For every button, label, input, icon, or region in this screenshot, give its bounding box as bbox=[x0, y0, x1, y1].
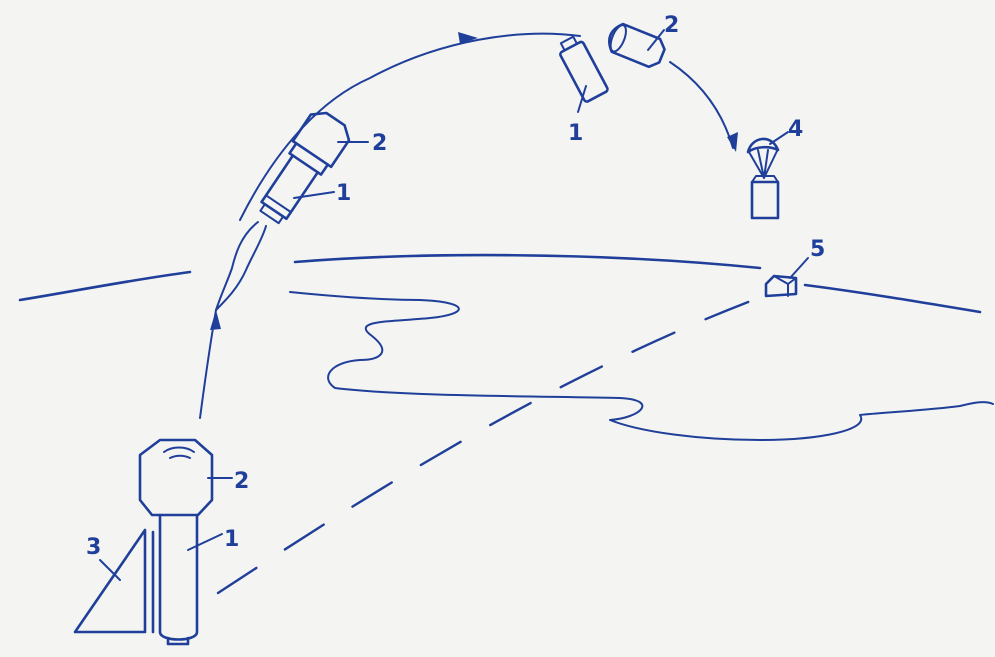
label-parachute: 4 bbox=[788, 117, 803, 142]
leader-launch-stage1 bbox=[188, 534, 222, 550]
horizon-center bbox=[295, 255, 760, 268]
exhaust-flame bbox=[216, 222, 266, 310]
separated-stage1 bbox=[556, 34, 609, 103]
descending-capsule bbox=[752, 182, 778, 218]
leader-parachute bbox=[770, 132, 788, 144]
capsule-top-mark bbox=[164, 448, 194, 459]
label-launch-stage2: 2 bbox=[234, 469, 249, 494]
parachute-capsule bbox=[748, 139, 778, 218]
upper-trajectory bbox=[240, 34, 580, 220]
label-flight-stage1: 1 bbox=[336, 181, 351, 206]
landed-capsule bbox=[766, 276, 796, 296]
label-launch-stage1: 1 bbox=[224, 527, 239, 552]
label-separated-stage2: 2 bbox=[664, 13, 679, 38]
flight-stage1-body bbox=[262, 156, 318, 219]
separated-stage2 bbox=[605, 21, 668, 70]
leader-landed-capsule bbox=[790, 258, 808, 278]
flight-stage2-capsule bbox=[293, 106, 355, 167]
ground-track bbox=[218, 290, 780, 593]
horizon-right bbox=[805, 285, 980, 312]
descent-trajectory bbox=[670, 62, 733, 148]
label-separated-stage1: 1 bbox=[568, 121, 583, 146]
label-flight-stage2: 2 bbox=[372, 131, 387, 156]
launch-rocket bbox=[140, 440, 212, 644]
coastline bbox=[290, 292, 993, 440]
ascent-arrow-icon bbox=[210, 310, 221, 330]
launch-stage2-capsule bbox=[140, 440, 212, 515]
leader-flight-stage1 bbox=[294, 192, 334, 198]
horizon-left bbox=[20, 272, 190, 300]
launch-stage1-body bbox=[160, 515, 197, 640]
label-landed-capsule: 5 bbox=[810, 237, 825, 262]
label-launch-tower: 3 bbox=[86, 535, 101, 560]
flight-rocket bbox=[250, 106, 354, 230]
